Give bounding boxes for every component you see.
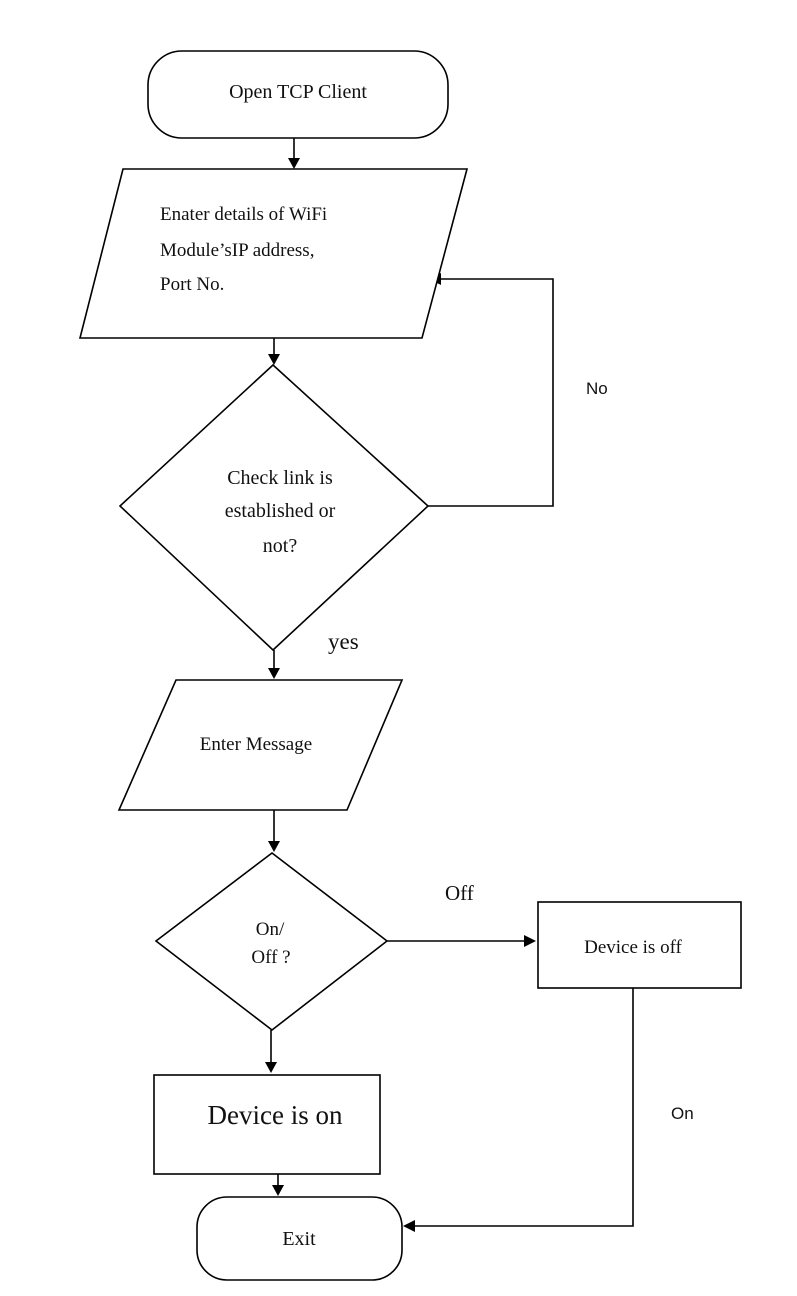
edge-label-off: Off bbox=[445, 881, 474, 905]
on-off-line-1: On/ bbox=[256, 919, 285, 940]
device-on-label: Device is on bbox=[208, 1100, 343, 1130]
arrowhead-message-to-onoff bbox=[268, 841, 280, 852]
enter-details-line-2: Module’sIP address, bbox=[160, 240, 314, 261]
enter-details-input: Enater details of WiFi Module’sIP addres… bbox=[78, 168, 469, 339]
enter-message-label: Enter Message bbox=[200, 734, 312, 755]
arrowhead-details-to-check bbox=[268, 354, 280, 365]
check-link-line-1: Check link is bbox=[227, 467, 333, 489]
enter-message-input: Enter Message bbox=[117, 679, 404, 811]
check-link-decision: Check link is established or not? bbox=[118, 363, 430, 652]
exit-terminator: Exit bbox=[196, 1196, 403, 1281]
arrowhead-onoff-to-deviceon bbox=[265, 1062, 277, 1073]
connector-deviceoff-to-exit bbox=[412, 988, 634, 1227]
edge-label-yes: yes bbox=[328, 629, 359, 654]
edge-label-no: No bbox=[586, 379, 608, 398]
connector-no-loop bbox=[428, 278, 554, 507]
device-off-process: Device is off bbox=[537, 901, 742, 989]
enter-details-line-3: Port No. bbox=[160, 274, 224, 295]
arrowhead-start-to-details bbox=[288, 158, 300, 169]
edge-labels: No yes Off On bbox=[328, 379, 694, 1123]
exit-label: Exit bbox=[282, 1228, 316, 1250]
check-link-line-2: established or bbox=[225, 500, 336, 522]
arrowhead-check-to-message bbox=[268, 668, 280, 679]
edge-label-on: On bbox=[671, 1104, 694, 1123]
arrowhead-onoff-to-deviceoff bbox=[524, 935, 536, 947]
check-link-line-3: not? bbox=[263, 535, 298, 557]
on-off-decision: On/ Off ? bbox=[154, 851, 389, 1032]
device-off-label: Device is off bbox=[584, 937, 682, 958]
device-on-process: Device is on bbox=[153, 1074, 381, 1175]
enter-details-line-1: Enater details of WiFi bbox=[160, 204, 327, 225]
arrowhead-deviceon-to-exit bbox=[272, 1185, 284, 1196]
start-label: Open TCP Client bbox=[229, 81, 367, 103]
on-off-line-2: Off ? bbox=[251, 947, 290, 968]
start-terminator: Open TCP Client bbox=[147, 50, 449, 139]
arrowhead-deviceoff-to-exit bbox=[403, 1220, 415, 1232]
